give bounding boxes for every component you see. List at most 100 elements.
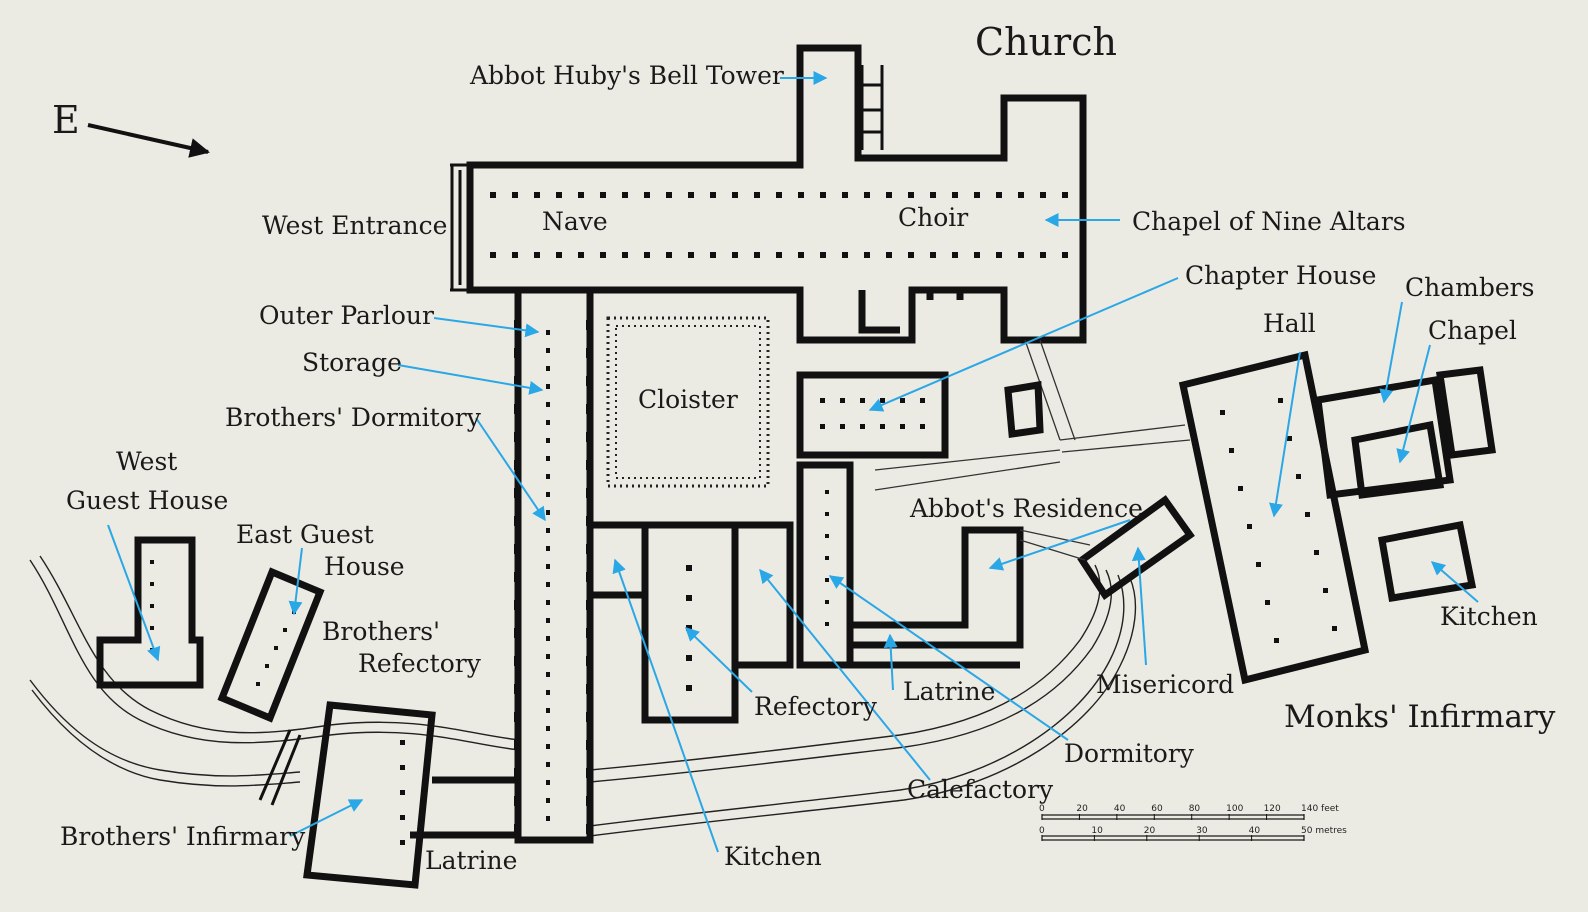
pier: [600, 252, 606, 258]
label-choir: Choir: [898, 203, 968, 232]
pier: [996, 192, 1002, 198]
pier: [556, 252, 562, 258]
pier: [546, 798, 550, 803]
pier: [798, 252, 804, 258]
label-brothers-refectory-2: Refectory: [358, 649, 482, 678]
pier: [490, 252, 496, 258]
label-latrine-lower: Latrine: [425, 846, 517, 875]
pier: [842, 252, 848, 258]
pier: [512, 252, 518, 258]
label-kitchen-infirmary: Kitchen: [1440, 602, 1538, 631]
pier: [586, 796, 592, 806]
pier: [534, 192, 540, 198]
pier: [586, 740, 592, 750]
pier: [1247, 524, 1252, 529]
pier: [514, 768, 520, 778]
pier: [622, 192, 628, 198]
small-building: [1004, 380, 1044, 438]
pier: [400, 815, 405, 820]
pier: [900, 424, 905, 429]
pier: [546, 474, 550, 479]
pier: [546, 330, 550, 335]
pier: [514, 796, 520, 806]
pier: [274, 646, 278, 650]
label-refectory: Refectory: [754, 692, 878, 721]
pier: [825, 622, 829, 626]
label-hall: Hall: [1263, 309, 1316, 338]
pier: [546, 690, 550, 695]
pier: [825, 578, 829, 582]
monks-infirmary-hall: [1178, 350, 1496, 685]
building-piers: [150, 320, 1337, 845]
pier: [400, 840, 405, 845]
labels: Church Abbot Huby's Bell Tower West Entr…: [60, 20, 1556, 875]
pier: [880, 398, 885, 403]
pier: [860, 424, 865, 429]
pier: [546, 618, 550, 623]
pier: [908, 192, 914, 198]
pier: [586, 656, 592, 666]
pier: [150, 560, 154, 564]
pier: [1256, 562, 1261, 567]
pier: [952, 192, 958, 198]
pier: [514, 348, 520, 358]
misericord-building: [1077, 495, 1195, 600]
label-latrine-upper: Latrine: [903, 677, 995, 706]
label-outer-parlour: Outer Parlour: [259, 301, 434, 330]
scale-metre-tick: 0: [1039, 826, 1045, 836]
pier: [534, 252, 540, 258]
pier: [798, 192, 804, 198]
pier: [400, 790, 405, 795]
label-kitchen-lower: Kitchen: [724, 842, 822, 871]
pier: [840, 398, 845, 403]
pier: [1040, 252, 1046, 258]
pier: [586, 544, 592, 554]
label-chapter-house: Chapter House: [1185, 261, 1376, 290]
pier: [546, 654, 550, 659]
pier: [556, 192, 562, 198]
pier: [1238, 486, 1243, 491]
west-guest-house: [96, 536, 204, 689]
pier: [150, 582, 154, 586]
label-brothers-infirmary: Brothers' Infirmary: [60, 822, 306, 851]
label-cloister: Cloister: [638, 385, 738, 414]
pier: [514, 460, 520, 470]
pier: [512, 192, 518, 198]
brothers-dormitory-range: [514, 286, 594, 844]
pier: [860, 398, 865, 403]
pier: [514, 628, 520, 638]
pier: [1314, 550, 1319, 555]
pier: [930, 192, 936, 198]
pier: [586, 516, 592, 526]
pier: [864, 192, 870, 198]
pier: [514, 824, 520, 834]
pier: [546, 528, 550, 533]
pier: [546, 636, 550, 641]
pier: [586, 628, 592, 638]
pier: [546, 420, 550, 425]
east-arrow-icon: [87, 123, 210, 158]
pier: [546, 816, 550, 821]
label-brothers-dormitory: Brothers' Dormitory: [225, 403, 482, 432]
scale-metre-tick: 50 metres: [1301, 826, 1347, 836]
pier: [400, 740, 405, 745]
label-dormitory: Dormitory: [1064, 739, 1195, 768]
pier: [586, 572, 592, 582]
pier: [586, 712, 592, 722]
pier: [820, 192, 826, 198]
pier: [1278, 398, 1283, 403]
pier: [514, 516, 520, 526]
pier: [686, 655, 692, 661]
pier: [900, 398, 905, 403]
scale-feet-tick: 20: [1076, 804, 1088, 814]
pier: [886, 192, 892, 198]
pier: [256, 682, 260, 686]
pier: [1040, 192, 1046, 198]
pier: [490, 192, 496, 198]
pier: [820, 398, 825, 403]
pier: [514, 712, 520, 722]
pier: [578, 192, 584, 198]
pier: [546, 744, 550, 749]
title-monks-infirmary: Monks' Infirmary: [1284, 699, 1556, 735]
